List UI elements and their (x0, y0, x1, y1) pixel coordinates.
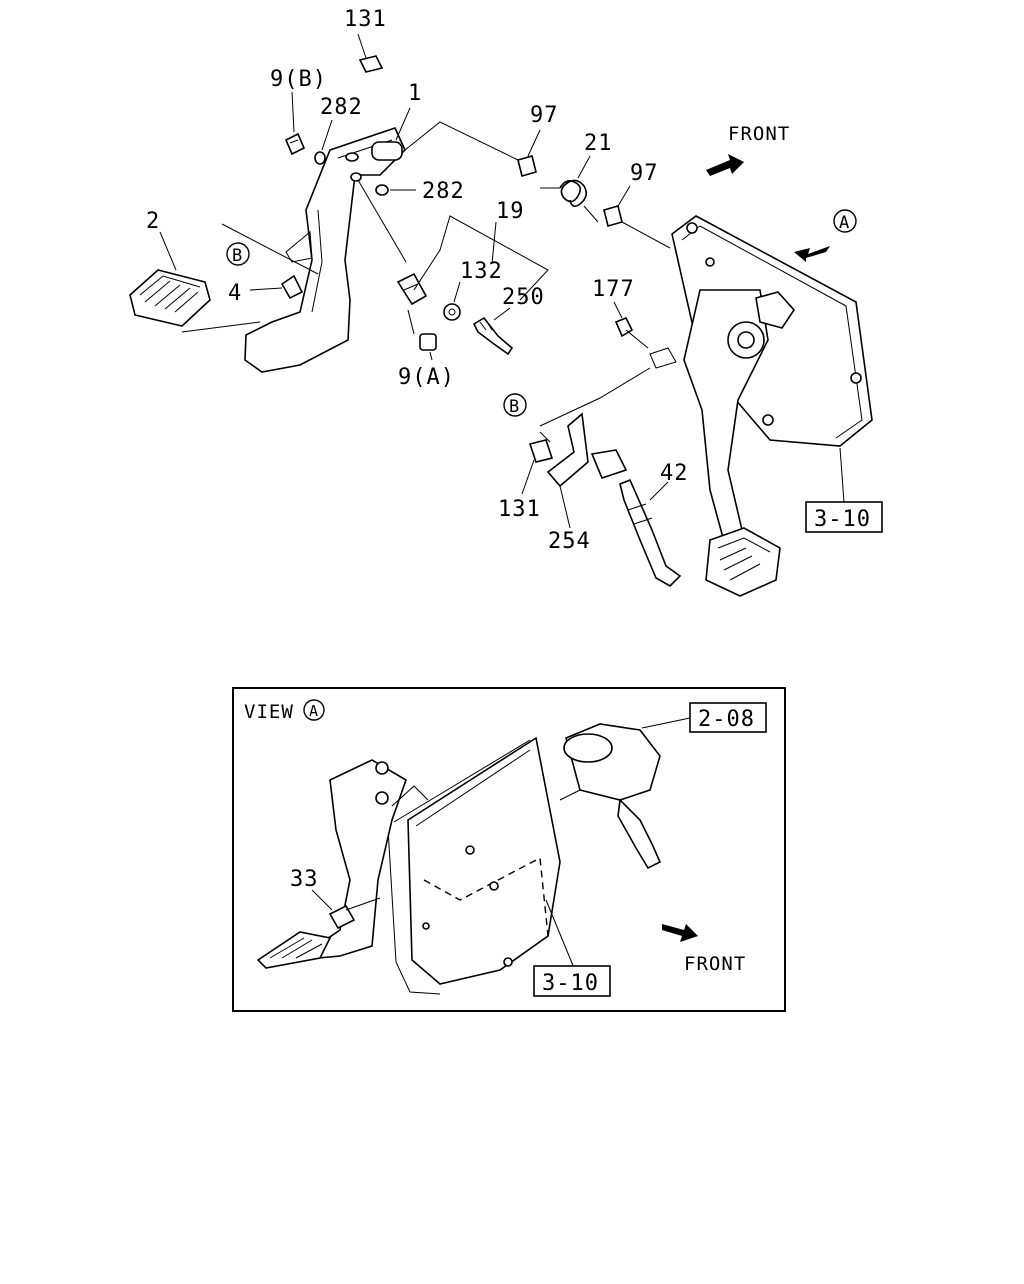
part-97-bushing-b (603, 205, 623, 227)
callout-9b: 9(B) (270, 67, 327, 92)
brake-pedal-pad (705, 527, 781, 597)
part-131-clip-top (358, 55, 384, 73)
callout-leaders (159, 33, 845, 529)
view-a-leader-3-10 (545, 899, 575, 969)
part-282-washer-top (314, 151, 326, 165)
part-9a-bushing (419, 333, 437, 351)
part-131-clip-bottom (528, 439, 554, 463)
callout-282-mid: 282 (422, 179, 465, 204)
brake-pedal-arm (649, 289, 796, 558)
view-a-pedal-bracket (387, 736, 561, 995)
front-label: FRONT (728, 123, 790, 145)
front-arrow (706, 154, 744, 176)
marker-b-circle-pedal: B (226, 242, 250, 266)
view-a-front-arrow (662, 924, 698, 942)
callout-97-a: 97 (530, 103, 559, 128)
view-a-master-cylinder (559, 723, 662, 870)
callout-282-top: 282 (320, 95, 363, 120)
callout-2: 2 (146, 209, 160, 234)
view-a-callout-33: 33 (290, 867, 319, 892)
svg-text:3-10: 3-10 (542, 971, 599, 996)
callout-177: 177 (592, 277, 635, 302)
svg-text:3-10: 3-10 (814, 507, 871, 532)
part-4-clip (249, 274, 304, 300)
part-282-washer-mid (375, 184, 389, 196)
callout-42: 42 (660, 461, 689, 486)
svg-text:A: A (839, 213, 849, 233)
view-a-ref-box-3-10: 3-10 (533, 965, 611, 997)
view-a-title: VIEW A (244, 699, 325, 723)
svg-text:A: A (309, 702, 318, 720)
callout-254: 254 (548, 529, 591, 554)
svg-text:VIEW: VIEW (244, 701, 294, 723)
part-19-clevis (396, 272, 428, 306)
callout-250: 250 (502, 285, 545, 310)
view-a-part-33-bolt (328, 897, 381, 930)
callout-4: 4 (228, 281, 242, 306)
callout-9a: 9(A) (398, 365, 455, 390)
part-254-switch-bracket (546, 412, 628, 488)
part-132-nut (443, 303, 461, 321)
view-a-ref-box-2-08: 2-08 (689, 702, 767, 733)
callout-1: 1 (408, 81, 422, 106)
view-a-pedal-arm (293, 759, 429, 962)
view-a-arrow (794, 246, 830, 262)
svg-text:2-08: 2-08 (698, 707, 755, 732)
svg-text:B: B (509, 397, 519, 417)
view-a-front-label: FRONT (684, 953, 746, 975)
callout-21: 21 (584, 131, 613, 156)
svg-text:B: B (232, 246, 242, 266)
ref-box-3-10-main: 3-10 (805, 501, 883, 533)
callout-132: 132 (460, 259, 503, 284)
callout-19: 19 (496, 199, 525, 224)
callout-97-b: 97 (630, 161, 659, 186)
part-9b-bushing (284, 132, 306, 156)
part-21-return-spring (540, 179, 599, 223)
main-exploded-view: 131 9(B) 282 1 97 21 FRONT 97 282 19 2 1… (129, 7, 883, 597)
view-a-leader-33 (311, 889, 333, 911)
clutch-pedal-pad (129, 269, 261, 333)
part-250-bolt (472, 316, 514, 356)
marker-a-circle: A (833, 209, 857, 233)
callout-131-bottom: 131 (498, 497, 541, 522)
clutch-pedal-arm (244, 127, 406, 373)
callout-131-top: 131 (344, 7, 387, 32)
assembly-lines (221, 121, 671, 443)
part-42-stop-light-switch (619, 478, 682, 587)
view-a-inset: VIEW A (232, 687, 786, 1012)
marker-b-circle-bracket: B (503, 393, 527, 417)
part-97-bushing-a (517, 155, 537, 177)
view-a-pedal-pad (256, 931, 332, 969)
view-a-leader-2-08 (641, 717, 691, 729)
